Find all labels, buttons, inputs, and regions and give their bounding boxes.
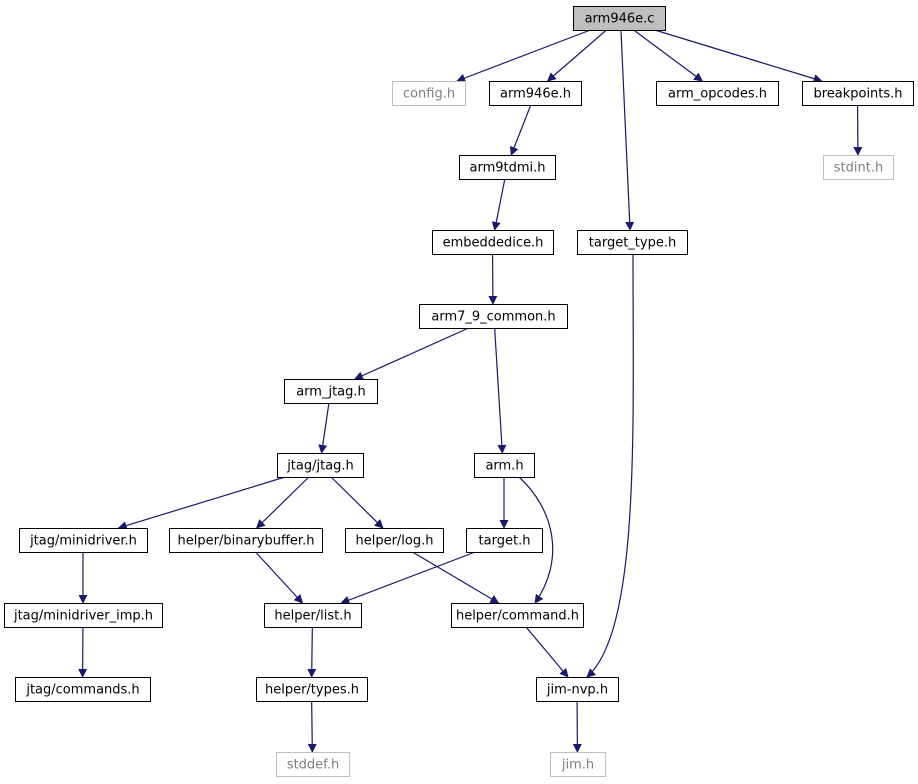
edge-arm-h-to-helper-command-h bbox=[518, 476, 554, 604]
node-box bbox=[451, 603, 584, 628]
edge-target-h-to-helper-list-h bbox=[340, 551, 476, 605]
node-box bbox=[474, 453, 535, 478]
node-box bbox=[15, 677, 151, 702]
node-arm946e-c[interactable]: arm946e.c bbox=[573, 6, 666, 31]
node-box bbox=[392, 81, 466, 106]
edge-target-type-h-to-jim-nvp-h bbox=[586, 253, 634, 678]
node-arm9tdmi-h[interactable]: arm9tdmi.h bbox=[459, 155, 556, 180]
node-label: embeddedice.h bbox=[443, 236, 544, 251]
edge-helper-types-h-to-stddef-h bbox=[307, 700, 317, 753]
node-label: arm_jtag.h bbox=[296, 385, 366, 400]
node-target-type-h[interactable]: target_type.h bbox=[577, 230, 688, 255]
node-label: jtag/minidriver_imp.h bbox=[13, 609, 153, 624]
edge-arm946e-h-to-arm9tdmi-h bbox=[509, 104, 532, 156]
node-label: arm946e.c bbox=[585, 12, 655, 27]
edge-arm946e-c-to-breakpoints-h bbox=[654, 29, 823, 83]
node-target-h[interactable]: target.h bbox=[466, 528, 543, 553]
node-arm-h[interactable]: arm.h bbox=[474, 453, 535, 478]
node-jim-nvp-h[interactable]: jim-nvp.h bbox=[536, 677, 619, 702]
node-label: helper/binarybuffer.h bbox=[178, 534, 315, 549]
node-box bbox=[550, 752, 606, 777]
node-box bbox=[419, 304, 568, 329]
node-label: jtag/commands.h bbox=[25, 683, 139, 698]
node-label: helper/types.h bbox=[265, 683, 359, 698]
node-arm-opcodes-h[interactable]: arm_opcodes.h bbox=[656, 81, 779, 106]
node-box bbox=[489, 81, 582, 106]
node-helper-log-h[interactable]: helper/log.h bbox=[345, 528, 444, 553]
node-helper-types-h[interactable]: helper/types.h bbox=[256, 677, 368, 702]
node-label: jtag/jtag.h bbox=[286, 459, 354, 474]
edge-arm7-9-common-h-to-arm-h bbox=[494, 327, 507, 454]
node-jtag-minidriver-imp-h[interactable]: jtag/minidriver_imp.h bbox=[4, 603, 163, 628]
node-stdint-h: stdint.h bbox=[823, 155, 894, 180]
edge-jtag-jtag-h-to-helper-log-h bbox=[330, 476, 384, 529]
node-box bbox=[459, 155, 556, 180]
node-helper-list-h[interactable]: helper/list.h bbox=[264, 603, 362, 628]
node-jtag-jtag-h[interactable]: jtag/jtag.h bbox=[277, 453, 364, 478]
node-label: breakpoints.h bbox=[813, 87, 902, 102]
edge-arm9tdmi-h-to-embeddedice-h bbox=[491, 178, 506, 231]
node-breakpoints-h[interactable]: breakpoints.h bbox=[802, 81, 914, 106]
nodes: arm946e.c config.h arm946e.h arm_opcodes.h b… bbox=[4, 6, 914, 777]
node-box bbox=[19, 528, 148, 553]
edge-arm946e-c-to-arm946e-h bbox=[546, 29, 607, 82]
edge-jtag-jtag-h-to-helper-binarybuffer-h bbox=[256, 476, 310, 529]
edge-helper-binarybuffer-h-to-helper-list-h bbox=[255, 551, 304, 604]
edge-arm946e-c-to-config-h bbox=[456, 29, 591, 83]
node-box bbox=[577, 230, 688, 255]
edge-jtag-jtag-h-to-jtag-minidriver-h bbox=[117, 476, 286, 530]
node-box bbox=[169, 528, 323, 553]
edge-arm946e-c-to-arm-opcodes-h bbox=[633, 29, 704, 82]
node-label: helper/command.h bbox=[456, 609, 579, 624]
edge-helper-command-h-to-jim-nvp-h bbox=[525, 626, 569, 678]
node-box bbox=[264, 603, 362, 628]
node-box bbox=[276, 752, 350, 777]
edge-helper-log-h-to-helper-command-h bbox=[412, 551, 500, 604]
node-label: arm_opcodes.h bbox=[668, 87, 767, 102]
node-label: helper/log.h bbox=[355, 534, 433, 549]
node-jtag-commands-h[interactable]: jtag/commands.h bbox=[15, 677, 151, 702]
node-label: stddef.h bbox=[287, 758, 339, 773]
node-box bbox=[256, 677, 368, 702]
node-box bbox=[277, 453, 364, 478]
node-label: stdint.h bbox=[834, 161, 883, 176]
node-label: config.h bbox=[403, 87, 455, 102]
node-box bbox=[284, 379, 378, 404]
node-label: jim-nvp.h bbox=[546, 683, 608, 698]
node-box bbox=[4, 603, 163, 628]
edge-arm946e-c-to-target-type-h bbox=[620, 29, 635, 231]
node-jtag-minidriver-h[interactable]: jtag/minidriver.h bbox=[19, 528, 148, 553]
node-box bbox=[823, 155, 894, 180]
node-label: jim.h bbox=[561, 758, 594, 773]
node-arm-jtag-h[interactable]: arm_jtag.h bbox=[284, 379, 378, 404]
node-label: arm.h bbox=[485, 459, 523, 474]
node-embeddedice-h[interactable]: embeddedice.h bbox=[432, 230, 554, 255]
edge-arm-jtag-h-to-jtag-jtag-h bbox=[318, 402, 330, 454]
node-stddef-h: stddef.h bbox=[276, 752, 350, 777]
node-box bbox=[345, 528, 444, 553]
edge-arm7-9-common-h-to-arm-jtag-h bbox=[354, 327, 469, 380]
node-helper-command-h[interactable]: helper/command.h bbox=[451, 603, 584, 628]
edges bbox=[78, 29, 863, 753]
node-label: target_type.h bbox=[589, 236, 676, 251]
node-box bbox=[573, 6, 666, 31]
node-box bbox=[432, 230, 554, 255]
edge-helper-list-h-to-helper-types-h bbox=[307, 626, 317, 678]
node-label: arm7_9_common.h bbox=[431, 310, 555, 325]
node-jim-h: jim.h bbox=[550, 752, 606, 777]
node-label: target.h bbox=[479, 534, 531, 549]
node-label: arm9tdmi.h bbox=[469, 161, 545, 176]
node-helper-binarybuffer-h[interactable]: helper/binarybuffer.h bbox=[169, 528, 323, 553]
node-box bbox=[466, 528, 543, 553]
node-label: arm946e.h bbox=[500, 87, 571, 102]
node-box bbox=[802, 81, 914, 106]
node-arm946e-h[interactable]: arm946e.h bbox=[489, 81, 582, 106]
node-box bbox=[656, 81, 779, 106]
node-box bbox=[536, 677, 619, 702]
node-arm7-9-common-h[interactable]: arm7_9_common.h bbox=[419, 304, 568, 329]
node-label: helper/list.h bbox=[274, 609, 351, 624]
node-config-h: config.h bbox=[392, 81, 466, 106]
node-label: jtag/minidriver.h bbox=[29, 534, 137, 549]
